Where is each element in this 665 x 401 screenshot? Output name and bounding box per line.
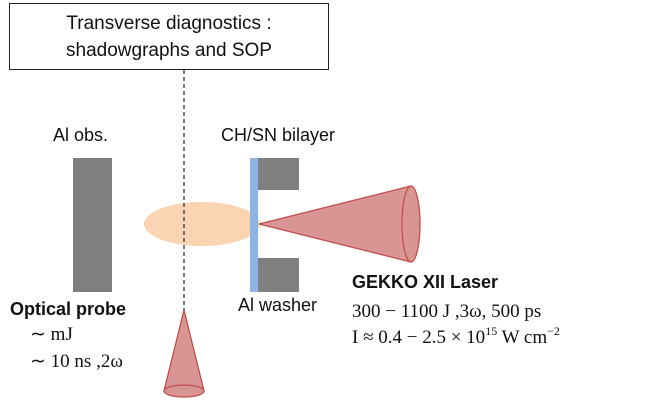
diagnostics-box-line-1: Transverse diagnostics : [66, 12, 272, 34]
optical-probe-cone-base [163, 384, 205, 398]
al-obstacle-block [73, 158, 112, 292]
optical-probe-title: Optical probe [10, 299, 127, 319]
optical-probe-duration: ∼ 10 ns ,2ω [30, 351, 123, 372]
gekko-intensity-unit: W cm [497, 327, 548, 348]
gekko-laser-cone-base [401, 185, 421, 263]
al-washer-bottom [257, 258, 299, 292]
optical-probe-cone [163, 309, 205, 392]
diagnostics-box: Transverse diagnostics : shadowgraphs an… [9, 3, 329, 70]
diagnostics-box-line-2: shadowgraphs and SOP [66, 39, 272, 61]
gekko-intensity-exponent: 15 [485, 324, 498, 338]
al-washer-label: Al washer [238, 295, 318, 315]
plasma-plume [144, 202, 260, 246]
gekko-energy-parameters: 300 − 1100 J ,3ω, 500 ps [352, 301, 542, 322]
optical-probe-energy: ∼ mJ [30, 324, 73, 345]
gekko-intensity-unit-exponent: −2 [547, 324, 560, 338]
gekko-laser-title: GEKKO XII Laser [352, 272, 499, 292]
al-obstacle-label: Al obs. [53, 125, 109, 145]
al-washer-top [257, 158, 299, 190]
gekko-laser-cone [258, 185, 412, 263]
gekko-intensity-parameters: I ≈ 0.4 − 2.5 × 1015 W cm−2 [352, 325, 560, 348]
bilayer-label: CH/SN bilayer [221, 125, 336, 145]
bilayer-strip [250, 158, 258, 292]
gekko-intensity-prefix: I ≈ 0.4 − 2.5 × 10 [352, 327, 486, 348]
